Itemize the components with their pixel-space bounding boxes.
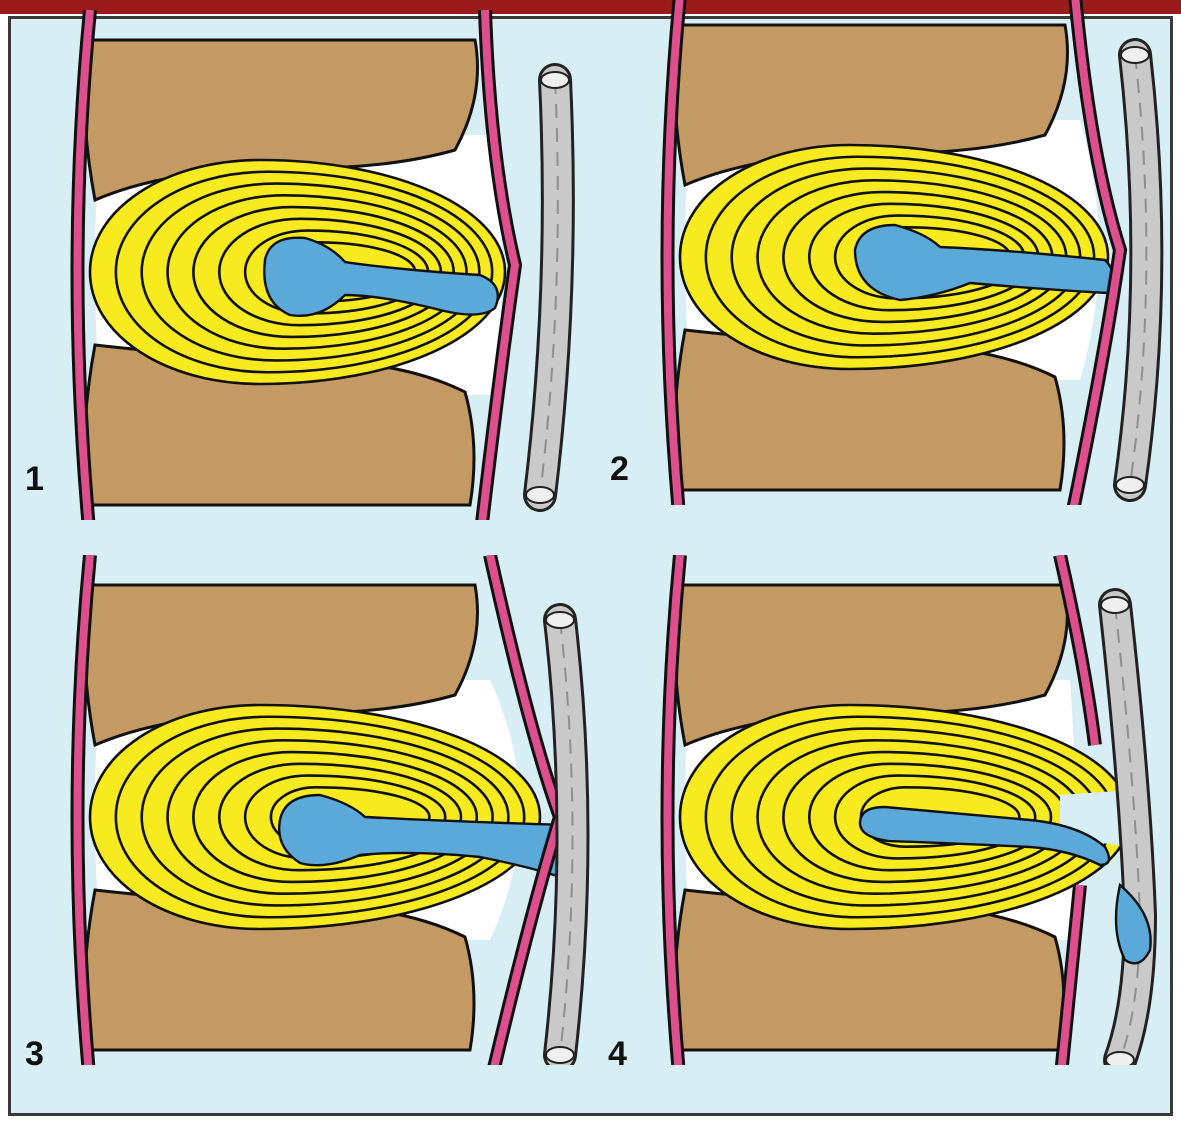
nerve-root-end bbox=[546, 612, 574, 628]
panel-number: 3 bbox=[25, 1035, 44, 1073]
panel-1: 1 bbox=[25, 10, 569, 540]
nerve-root-end bbox=[1116, 477, 1144, 493]
nerve-root-end bbox=[526, 487, 554, 503]
nerve-root-end bbox=[541, 72, 569, 88]
panel-number: 2 bbox=[610, 450, 629, 488]
nerve-root-end bbox=[1121, 47, 1149, 63]
panel-number: 1 bbox=[25, 460, 44, 498]
panel-number: 4 bbox=[608, 1035, 627, 1073]
nerve-root-end bbox=[1101, 597, 1129, 613]
panel-drawing bbox=[78, 10, 570, 540]
nerve-root-end bbox=[546, 1047, 574, 1063]
